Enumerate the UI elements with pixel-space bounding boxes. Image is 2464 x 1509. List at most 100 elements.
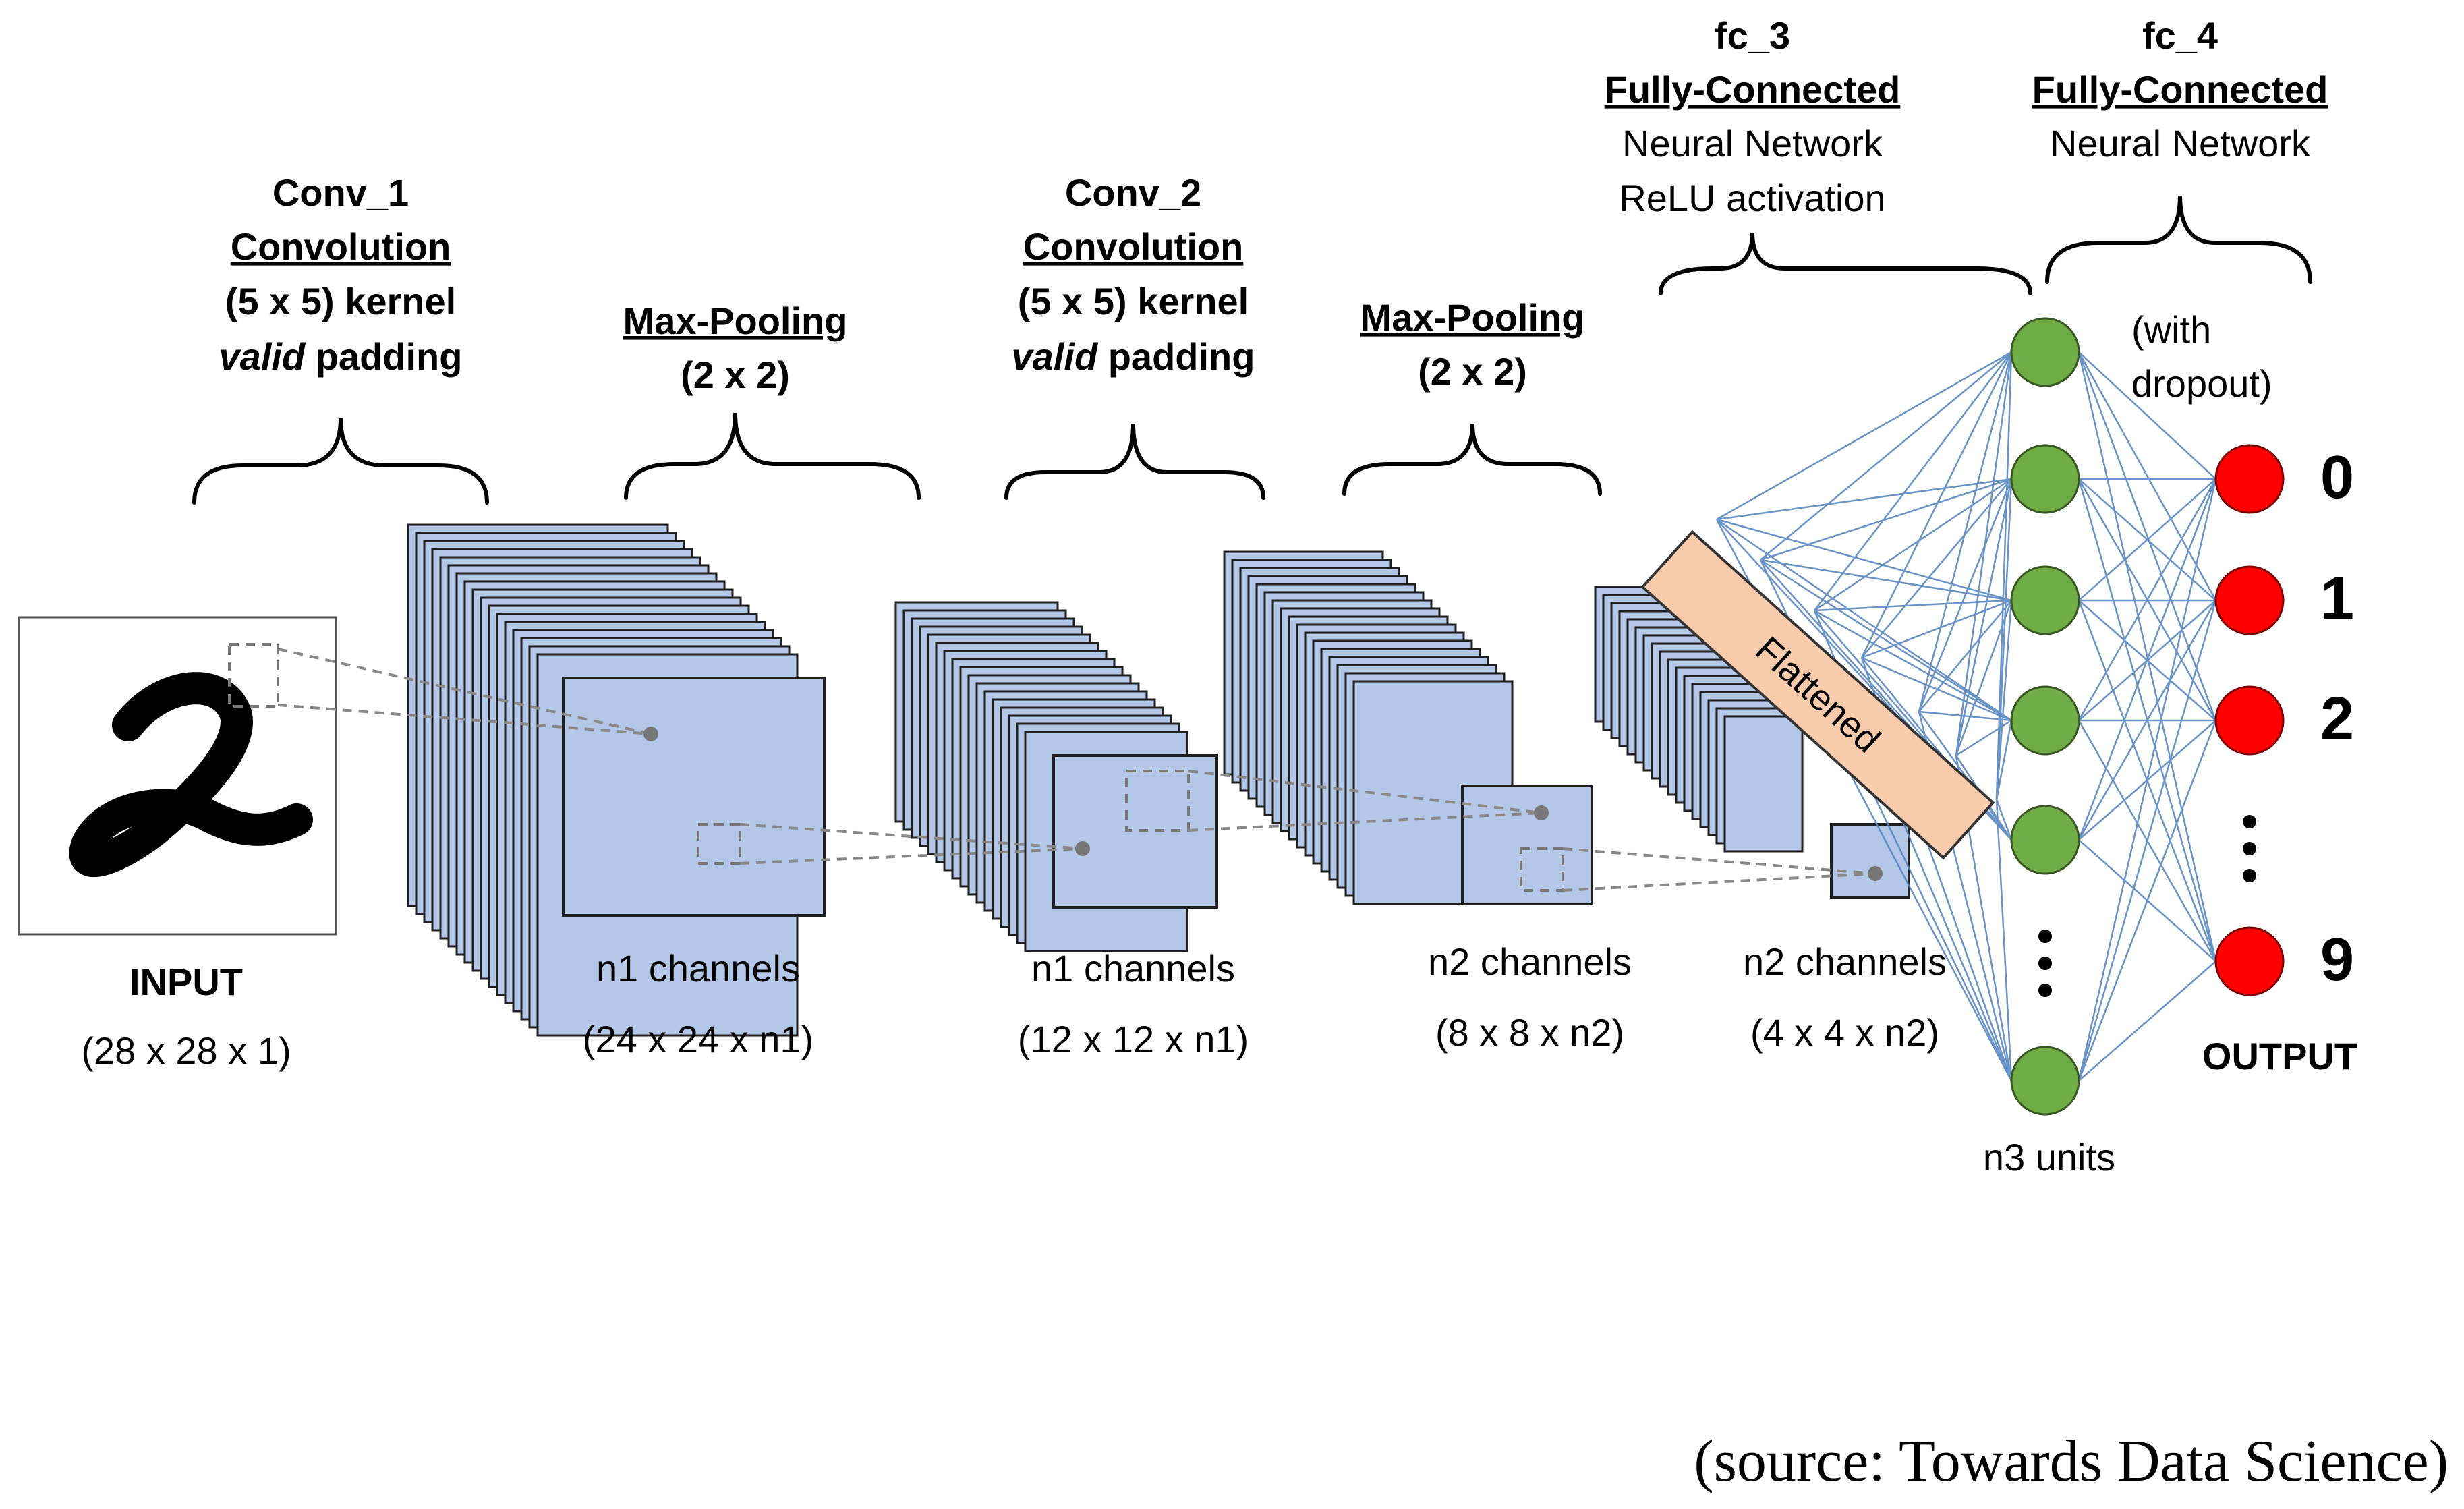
connection-line [1760, 559, 2012, 722]
connection-line [1995, 799, 2013, 1081]
fc4-type: Fully-Connected [2032, 68, 2328, 111]
conv2-type: Convolution [1023, 225, 1244, 268]
connection-line [1814, 351, 2012, 611]
connection-line [1995, 600, 2013, 800]
input-label: INPUT [130, 961, 243, 1003]
stage2-label: n1 channels [1031, 947, 1235, 990]
connection-line [1918, 711, 2013, 841]
brace-pool1 [624, 412, 921, 500]
hidden-node [2010, 317, 2080, 387]
pool1-size: (2 x 2) [681, 353, 790, 396]
brace-fc3 [1659, 232, 2032, 295]
connection-line [1860, 351, 2013, 658]
hidden-layer-nodes [2010, 317, 2080, 1116]
connection-line [1760, 351, 2012, 561]
connection-line [1716, 351, 2012, 521]
projection-lines [277, 648, 1876, 892]
conv2-kernel: (5 x 5) kernel [1018, 280, 1249, 322]
hidden-node [2010, 565, 2080, 635]
fc3-line2: ReLU activation [1619, 177, 1885, 219]
connection-line [2078, 351, 2217, 721]
feature-map-layer [1723, 715, 1804, 853]
conv2-padding-word: valid [1012, 335, 1099, 378]
connection-line [2078, 351, 2217, 962]
brace-fc4 [2045, 195, 2312, 284]
feature-maps-pool1-stack [894, 601, 1218, 952]
input-image [18, 616, 337, 936]
fc4-name: fc_4 [2142, 14, 2218, 57]
digit-2-glyph [69, 672, 313, 878]
feature-maps-conv2-stack [1223, 550, 1593, 905]
fc3-name: fc_3 [1715, 14, 1790, 57]
output-node [2214, 565, 2285, 635]
connection-line [2078, 478, 2217, 841]
connection-line [1861, 656, 2012, 722]
conv2-padding-rest: padding [1097, 335, 1255, 378]
stage4-dims: (4 x 4 x n2) [1750, 1011, 1939, 1054]
conv1-padding: valid padding [219, 335, 463, 378]
connection-line [2078, 478, 2217, 721]
stage2-dims: (12 x 12 x n1) [1018, 1018, 1249, 1060]
feature-maps-conv1-stack [407, 523, 826, 1037]
feature-map-layer [1461, 785, 1593, 905]
fc4-line1: Neural Network [2050, 122, 2311, 165]
output-digit-9: 9 [2320, 926, 2354, 994]
connection-line [1716, 518, 2012, 602]
conv1-name: Conv_1 [273, 171, 409, 214]
connection-line [2078, 351, 2217, 601]
connection-line [1955, 351, 2013, 756]
pool2-size: (2 x 2) [1418, 350, 1527, 393]
connection-line [2078, 478, 2216, 601]
connection-line [2078, 600, 2217, 841]
output-digit-1: 1 [2320, 565, 2354, 633]
source-credit: (source: Towards Data Science) [1694, 1429, 2448, 1494]
connection-line [1955, 478, 2013, 756]
connection-line [1995, 799, 2013, 841]
connection-line [1918, 478, 2013, 712]
input-dims: (28 x 28 x 1) [81, 1029, 291, 1072]
output-ellipsis-dots [2243, 815, 2256, 882]
connection-line [1918, 351, 2013, 712]
stage1-dims: (24 x 24 x n1) [583, 1018, 813, 1060]
conv1-kernel: (5 x 5) kernel [225, 280, 456, 322]
connection-line [1716, 518, 2012, 722]
hidden-node [2010, 805, 2080, 875]
output-node [2214, 444, 2285, 514]
connection-line [1995, 720, 2013, 800]
output-label: OUTPUT [2202, 1035, 2357, 1077]
fc3-type: Fully-Connected [1605, 68, 1901, 111]
layer-braces [192, 195, 2312, 505]
feature-map-layer [1830, 823, 1910, 899]
fc3-line1: Neural Network [1622, 122, 1883, 165]
hidden-node [2010, 1046, 2080, 1116]
brace-conv1 [192, 418, 489, 505]
brace-conv2 [1004, 423, 1265, 500]
hidden-node [2010, 685, 2080, 756]
fully-connected-links [1715, 351, 2217, 1081]
receptive-field-boxes [697, 770, 1564, 892]
conv1-padding-rest: padding [305, 335, 462, 378]
connection-line [1814, 599, 2012, 612]
projection-dots [643, 727, 1883, 881]
connection-line [1814, 609, 2012, 722]
conv2-name: Conv_2 [1065, 171, 1201, 214]
connection-line [1955, 719, 2012, 757]
fc4-note-2: dropout) [2131, 362, 2272, 405]
connection-line [1918, 600, 2012, 712]
feature-map-layer [562, 677, 826, 917]
stage3-label: n2 channels [1428, 940, 1632, 983]
connection-line [1995, 478, 2013, 800]
pool1-name: Max-Pooling [623, 300, 848, 342]
connection-line [1861, 478, 2012, 658]
feature-maps-pool2-stack [1594, 586, 1910, 899]
connection-line [1861, 599, 2012, 659]
hidden-units-label: n3 units [1983, 1136, 2115, 1178]
connection-line [2078, 720, 2217, 1081]
output-node [2214, 685, 2285, 756]
conv1-padding-word: valid [219, 335, 306, 378]
connection-line [1918, 710, 2012, 722]
stage4-label: n2 channels [1743, 940, 1947, 983]
brace-pool2 [1342, 423, 1602, 496]
connection-line [2078, 478, 2217, 1081]
